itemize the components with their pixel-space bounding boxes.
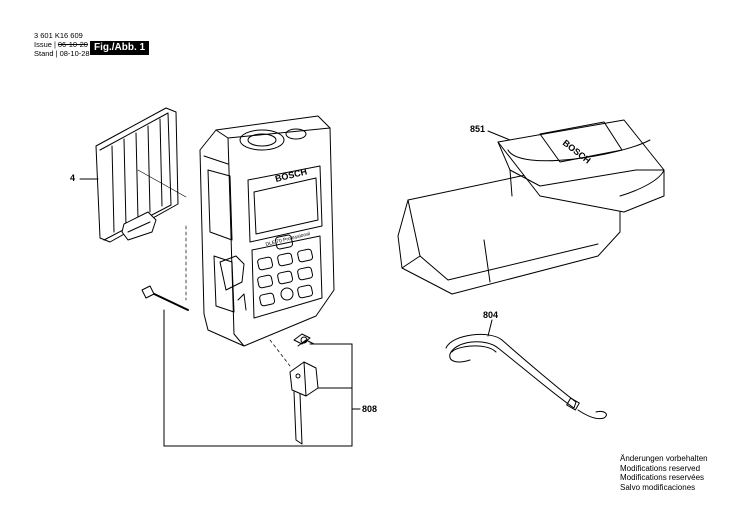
hinge-spring xyxy=(293,333,315,347)
callout-808: 808 xyxy=(362,404,378,414)
laser-rangefinder-body xyxy=(199,115,335,347)
issue-row: Issue | 06-10-20 xyxy=(34,40,88,49)
stand-value: 08-10-28 xyxy=(59,49,90,58)
issue-label: Issue xyxy=(34,40,52,49)
modification-notes: Änderungen vorbehalten Modifications res… xyxy=(620,454,708,492)
note-en: Modifications reserved xyxy=(620,463,701,473)
callout-804: 804 xyxy=(483,310,499,320)
issue-value: 06-10-20 xyxy=(57,40,88,49)
note-es: Salvo modificaciones xyxy=(620,482,696,492)
battery-cover xyxy=(95,107,179,243)
stand-label: Stand xyxy=(34,49,54,58)
figure-label: Fig./Abb. 1 xyxy=(90,41,150,55)
part-number: 3 601 K16 609 xyxy=(34,31,83,40)
wrist-strap xyxy=(445,334,607,420)
rod-pin xyxy=(141,285,189,311)
carrying-case xyxy=(397,119,665,295)
callout-4: 4 xyxy=(70,173,76,183)
note-de: Änderungen vorbehalten xyxy=(620,454,708,463)
note-fr: Modifications reservées xyxy=(620,473,705,482)
stand-row: Stand | 08-10-28 xyxy=(34,49,90,58)
callout-851: 851 xyxy=(470,124,486,134)
reference-pin-bracket xyxy=(289,361,319,445)
